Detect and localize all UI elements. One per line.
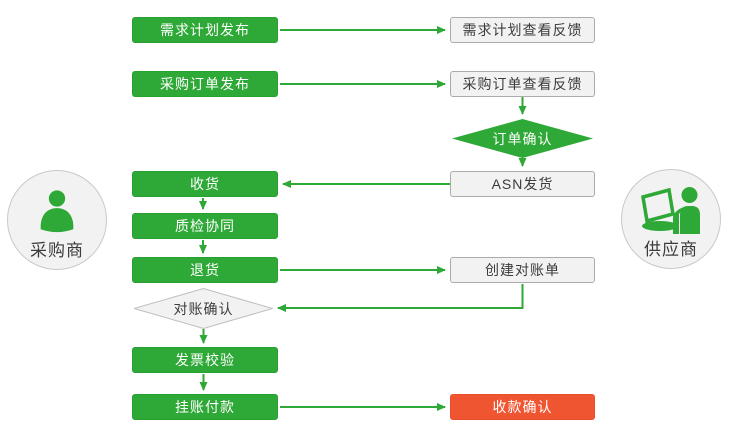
node-return-goods: 退货: [132, 257, 278, 283]
node-order-confirm-label: 订单确认: [492, 130, 553, 147]
diamond-shape: [452, 119, 593, 158]
actor-supplier-label: 供应商: [644, 240, 698, 259]
node-demand-plan-publish: 需求计划发布: [132, 17, 278, 43]
flow-arrow-statement-to-confirm: [277, 284, 524, 312]
node-quality-collab: 质检协同: [132, 213, 278, 239]
node-pending-payment: 挂账付款: [132, 394, 278, 420]
node-statement-confirm: 对账确认: [134, 288, 273, 329]
node-create-statement: 创建对账单: [450, 257, 595, 283]
node-po-publish: 采购订单发布: [132, 71, 278, 97]
node-po-feedback: 采购订单查看反馈: [450, 71, 595, 97]
person-laptop-icon: [638, 183, 704, 234]
diamond-shape: [134, 288, 273, 329]
actor-supplier: 供应商: [621, 169, 721, 269]
node-asn-ship: ASN发货: [450, 171, 595, 197]
node-receipt-confirm: 收款确认: [450, 394, 595, 420]
node-demand-plan-feedback: 需求计划查看反馈: [450, 17, 595, 43]
actor-buyer: 采购商: [7, 170, 107, 270]
node-invoice-verify: 发票校验: [132, 347, 278, 373]
person-icon: [33, 184, 81, 235]
node-receive: 收货: [132, 171, 278, 197]
actor-buyer-label: 采购商: [30, 241, 84, 260]
node-statement-confirm-label: 对账确认: [173, 300, 234, 317]
node-order-confirm: 订单确认: [452, 119, 593, 158]
